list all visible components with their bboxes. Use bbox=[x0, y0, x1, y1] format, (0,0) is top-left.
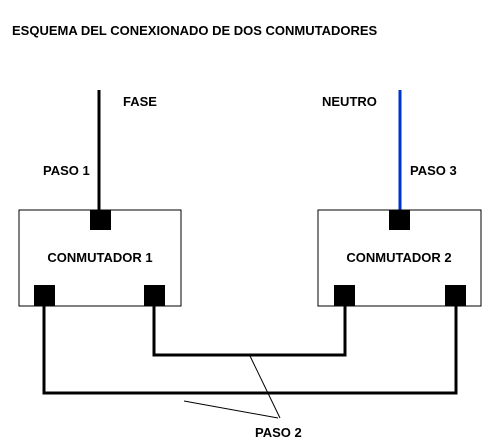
sw1-input-terminal bbox=[90, 210, 111, 230]
fase-label: FASE bbox=[123, 94, 157, 109]
paso2-label: PASO 2 bbox=[255, 425, 302, 440]
neutro-label: NEUTRO bbox=[322, 94, 377, 109]
paso2-callout-outer bbox=[183, 400, 279, 419]
paso3-label: PASO 3 bbox=[410, 163, 457, 178]
diagram-title: ESQUEMA DEL CONEXIONADO DE DOS CONMUTADO… bbox=[12, 23, 378, 38]
sw2-input-terminal bbox=[389, 210, 410, 230]
sw2-output-terminal-right bbox=[445, 285, 466, 306]
sw1-output-terminal-right bbox=[144, 285, 165, 306]
paso1-label: PASO 1 bbox=[43, 163, 90, 178]
traveller-wire-outer bbox=[42, 306, 458, 395]
sw1-output-terminal-left bbox=[34, 285, 55, 306]
conmutador-2-label: CONMUTADOR 2 bbox=[346, 250, 451, 265]
conmutador-1-label: CONMUTADOR 1 bbox=[47, 250, 152, 265]
traveller-wire-inner bbox=[152, 306, 347, 357]
sw2-output-terminal-left bbox=[334, 285, 355, 306]
paso2-callout-inner bbox=[249, 355, 281, 419]
